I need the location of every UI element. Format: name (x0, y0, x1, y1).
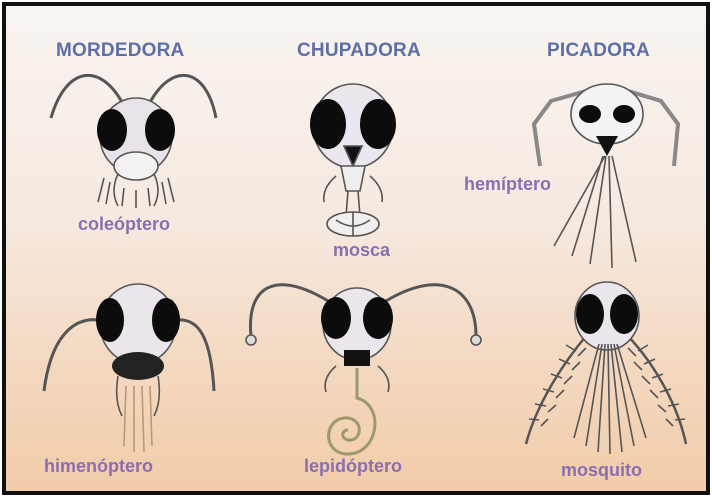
mosca-head-illustration (310, 84, 396, 236)
himenoptero-head-illustration (44, 284, 214, 452)
label-coleoptero: coleóptero (78, 214, 170, 235)
heading-chupadora: CHUPADORA (297, 40, 421, 62)
coleoptero-head-illustration (51, 75, 216, 208)
mosquito-head-illustration (526, 282, 686, 454)
label-lepidoptero: lepidóptero (304, 456, 402, 477)
label-mosquito: mosquito (561, 460, 642, 481)
label-hemiptero: hemíptero (464, 174, 551, 195)
hemiptero-head-illustration (534, 84, 678, 268)
label-himenoptero: himenóptero (44, 456, 153, 477)
heading-mordedora: MORDEDORA (56, 40, 184, 62)
lepidoptero-head-illustration (246, 285, 481, 454)
heading-picadora: PICADORA (547, 40, 650, 62)
label-mosca: mosca (333, 240, 390, 261)
